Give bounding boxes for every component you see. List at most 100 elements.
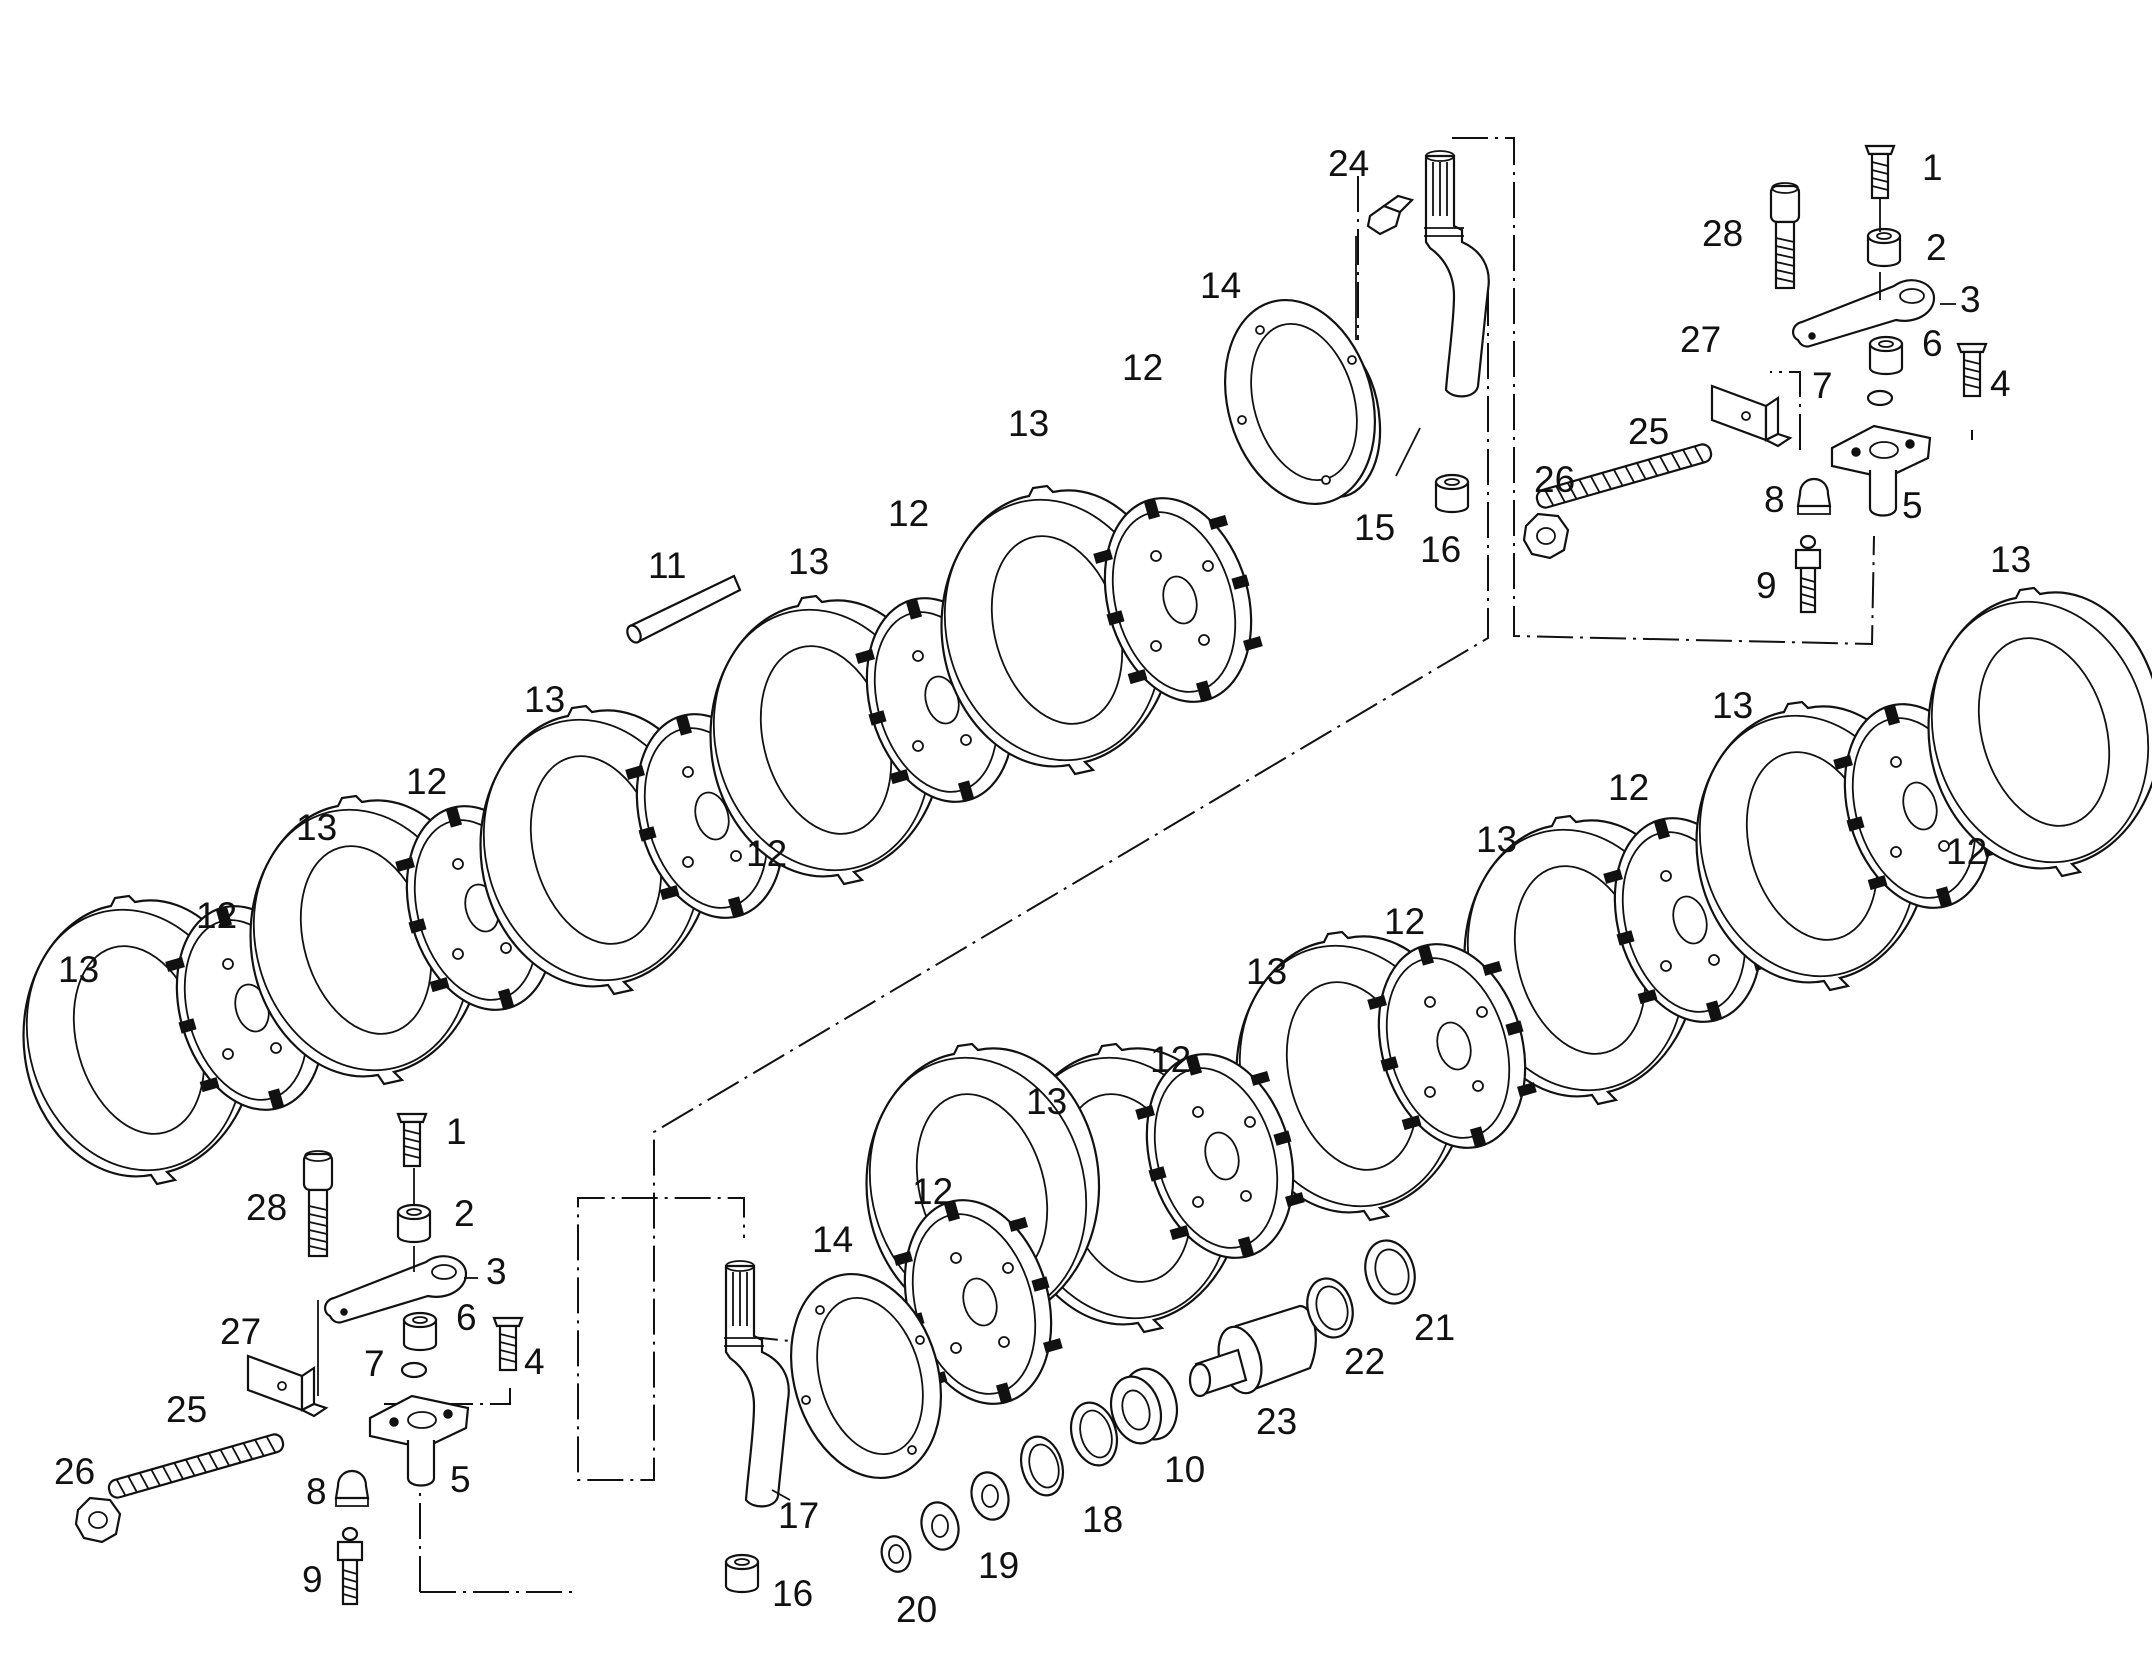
callout-9: 9 (302, 1559, 323, 1600)
right-disc-stack (1436, 574, 2152, 1118)
o-ring-7 (1866, 389, 1894, 407)
callout-4: 4 (1990, 363, 2011, 404)
callout-18: 18 (1082, 1499, 1123, 1540)
bushing-16 (1434, 473, 1470, 514)
callout-6: 6 (456, 1297, 477, 1338)
bolt-28 (1769, 181, 1801, 290)
bracket-27 (246, 1354, 328, 1418)
callout-25: 25 (1628, 411, 1669, 452)
callout-20: 20 (896, 1589, 937, 1630)
callout-16: 16 (1420, 529, 1461, 570)
callout-13: 13 (1026, 1081, 1067, 1122)
collar-10 (1109, 1367, 1178, 1445)
callout-12: 12 (406, 761, 447, 802)
callout-13: 13 (296, 807, 337, 848)
callout-6: 6 (1922, 323, 1943, 364)
callout-12: 12 (1122, 347, 1163, 388)
callout-7: 7 (364, 1343, 385, 1384)
callout-3: 3 (486, 1251, 507, 1292)
lower-labels: 1 2 3 6 4 7 5 8 9 28 27 25 26 14 17 16 2… (54, 1111, 1455, 1630)
callout-13: 13 (1008, 403, 1049, 444)
spacer-2 (1866, 227, 1902, 268)
callout-21: 21 (1414, 1307, 1455, 1348)
callout-28: 28 (246, 1187, 287, 1228)
snap-ring-22 (1306, 1277, 1354, 1339)
callout-14: 14 (1200, 265, 1241, 306)
callout-12: 12 (1384, 901, 1425, 942)
callout-12: 12 (196, 895, 237, 936)
callout-10: 10 (1164, 1449, 1205, 1490)
callout-9: 9 (1756, 565, 1777, 606)
callout-15: 15 (1354, 507, 1395, 548)
bolt-28 (302, 1149, 334, 1258)
callout-12: 12 (1946, 831, 1987, 872)
washer-19 (920, 1471, 1010, 1551)
callout-7: 7 (1812, 365, 1833, 406)
callout-12: 12 (1150, 1039, 1191, 1080)
callout-8: 8 (306, 1471, 327, 1512)
hex-nut-26 (1522, 512, 1570, 560)
callout-26: 26 (54, 1451, 95, 1492)
callout-27: 27 (220, 1311, 261, 1352)
callout-1: 1 (446, 1111, 467, 1152)
callout-19: 19 (978, 1545, 1019, 1586)
lower-left-linkage (74, 1112, 524, 1606)
cap-nut-8 (334, 1469, 370, 1508)
callout-2: 2 (454, 1193, 475, 1234)
ring-18 (1019, 1401, 1119, 1497)
pin-11 (626, 574, 742, 644)
callout-13: 13 (524, 679, 565, 720)
bushing-6 (1868, 335, 1904, 376)
upper-labels: 1 2 3 6 4 7 5 8 9 28 27 25 26 24 14 15 1… (58, 143, 2011, 990)
screw-1 (1864, 144, 1896, 200)
upper-pivot-shaft-15 (1355, 149, 1490, 514)
callout-12: 12 (746, 833, 787, 874)
lever-3 (1791, 279, 1936, 348)
callout-28: 28 (1702, 213, 1743, 254)
callout-14: 14 (812, 1219, 853, 1260)
screw-4 (1956, 342, 1988, 398)
pressure-plate-14 (789, 1272, 943, 1480)
callout-25: 25 (166, 1389, 207, 1430)
bushing-6 (402, 1311, 438, 1352)
grease-nipple-24 (1366, 194, 1415, 236)
screw-4 (492, 1316, 524, 1372)
callout-13: 13 (1990, 539, 2031, 580)
hub-assembly (880, 1239, 1416, 1573)
lower-disc-stack (789, 918, 1551, 1480)
callout-22: 22 (1344, 1341, 1385, 1382)
callout-2: 2 (1926, 227, 1947, 268)
seal-21 (1364, 1239, 1416, 1305)
callout-13: 13 (788, 541, 829, 582)
callout-23: 23 (1256, 1401, 1297, 1442)
bushing-16 (724, 1553, 760, 1594)
callout-13: 13 (1712, 685, 1753, 726)
callout-4: 4 (524, 1341, 545, 1382)
callout-13: 13 (1476, 819, 1517, 860)
lever-3 (323, 1255, 468, 1324)
grease-fitting-9 (336, 1526, 364, 1606)
lock-washer-20 (880, 1535, 912, 1573)
upper-disc-stack (0, 298, 1382, 1198)
callout-13: 13 (1246, 951, 1287, 992)
callout-12: 12 (1608, 767, 1649, 808)
callout-13: 13 (58, 949, 99, 990)
hex-nut-26 (74, 1496, 122, 1544)
callout-11: 11 (648, 545, 686, 586)
cap-nut-8 (1796, 477, 1832, 516)
screw-1 (396, 1112, 428, 1168)
callout-17: 17 (778, 1495, 819, 1536)
right-labels: 13 13 12 12 13 12 13 12 13 12 (912, 539, 2031, 1212)
grease-fitting-9 (1794, 534, 1822, 614)
threaded-rod-25 (105, 1431, 287, 1501)
callout-8: 8 (1764, 479, 1785, 520)
hub-23 (1188, 1304, 1317, 1398)
spacer-2 (396, 1203, 432, 1244)
callout-3: 3 (1960, 279, 1981, 320)
centre-lines (380, 137, 1973, 1593)
o-ring-7 (400, 1361, 428, 1379)
upper-right-linkage (1522, 144, 1988, 614)
lower-pivot-shaft-17 (722, 1259, 791, 1594)
callout-12: 12 (912, 1171, 953, 1212)
